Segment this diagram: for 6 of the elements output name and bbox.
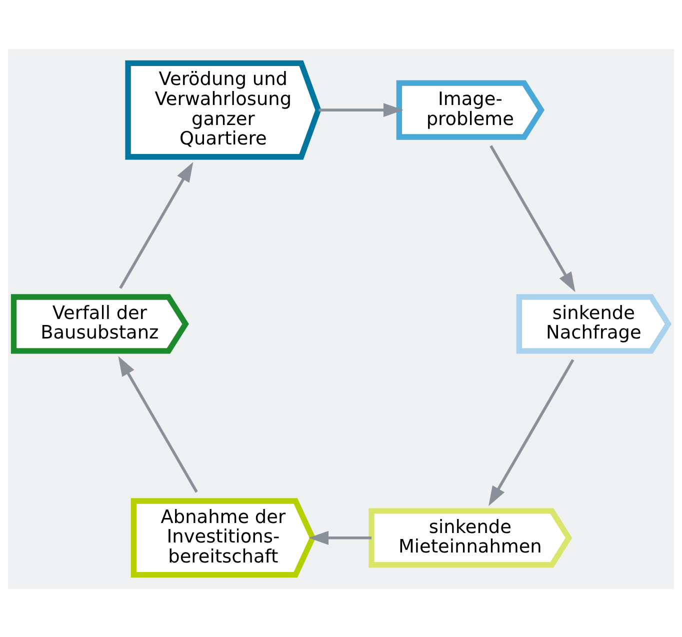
arrow [118,356,198,492]
arrow [490,144,576,292]
arrow [308,530,372,544]
arrow [119,161,194,288]
arrow [318,102,404,117]
arrow [488,358,574,506]
